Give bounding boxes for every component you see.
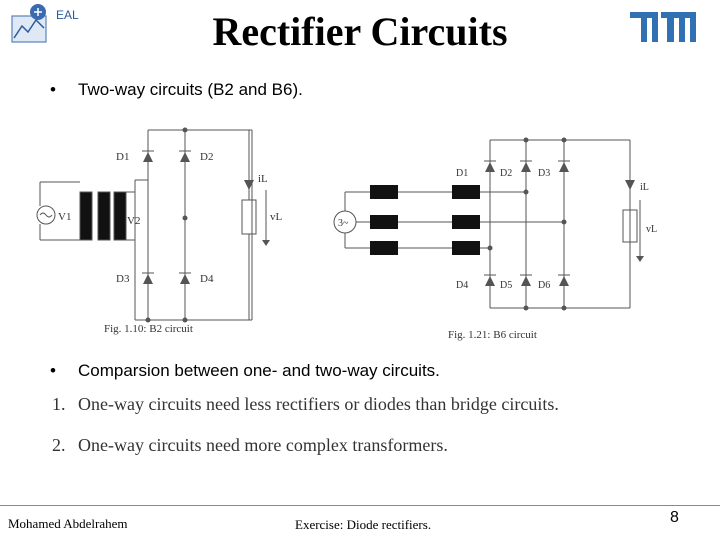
bullet-text: Two-way circuits (B2 and B6). bbox=[78, 80, 303, 99]
label-v2: V2 bbox=[127, 215, 140, 227]
label-d1: D1 bbox=[116, 151, 129, 163]
label-il: iL bbox=[258, 173, 268, 185]
footer-divider bbox=[0, 505, 720, 506]
label-d5: D5 bbox=[500, 280, 512, 291]
bullet-comparison: • Comparsion between one- and two-way cir… bbox=[50, 361, 440, 381]
bullet-marker: • bbox=[50, 80, 56, 99]
label-d2: D2 bbox=[500, 168, 512, 179]
footer-topic: Exercise: Diode rectifiers. bbox=[295, 517, 432, 532]
eal-logo-text: EAL bbox=[56, 8, 79, 22]
label-vl: vL bbox=[270, 211, 283, 223]
bullet-two-way-circuits: • Two-way circuits (B2 and B6). bbox=[50, 80, 303, 100]
label-d3: D3 bbox=[538, 168, 550, 179]
bullet-text: Comparsion between one- and two-way circ… bbox=[78, 361, 440, 380]
label-il: iL bbox=[640, 182, 649, 193]
figure-b6-caption: Fig. 1.21: B6 circuit bbox=[448, 329, 537, 341]
label-d3: D3 bbox=[116, 273, 130, 285]
label-d2: D2 bbox=[200, 151, 213, 163]
item-number: 2. bbox=[52, 435, 66, 455]
label-v1: V1 bbox=[58, 211, 71, 223]
item-text: One-way circuits need less rectifiers or… bbox=[78, 394, 559, 414]
bullet-marker: • bbox=[50, 361, 56, 380]
item-number: 1. bbox=[52, 394, 66, 414]
footer-author: Mohamed Abdelrahem bbox=[8, 516, 128, 531]
tum-logo bbox=[628, 10, 698, 44]
figure-b2-caption: Fig. 1.10: B2 circuit bbox=[104, 323, 193, 335]
numbered-item: 1. One-way circuits need less rectifiers … bbox=[52, 393, 559, 415]
label-d6: D6 bbox=[538, 280, 550, 291]
figure-b6-circuit: 3~ D1 D2 D3 D4 D5 D6 iL vL Fig. 1.21: B6… bbox=[330, 130, 675, 345]
label-source: 3~ bbox=[338, 218, 349, 229]
label-d4: D4 bbox=[456, 280, 468, 291]
numbered-item: 2. One-way circuits need more complex tra… bbox=[52, 434, 448, 456]
label-d1: D1 bbox=[456, 168, 468, 179]
figure-b2-circuit: D1 D2 D3 D4 V1 V2 iL vL Fig. 1.10: B2 ci… bbox=[30, 120, 300, 340]
label-vl: vL bbox=[646, 224, 657, 235]
label-d4: D4 bbox=[200, 273, 214, 285]
eal-logo bbox=[8, 2, 86, 48]
slide-title: Rectifier Circuits bbox=[212, 9, 508, 54]
item-text: One-way circuits need more complex trans… bbox=[78, 435, 448, 455]
page-number: 8 bbox=[670, 509, 679, 526]
